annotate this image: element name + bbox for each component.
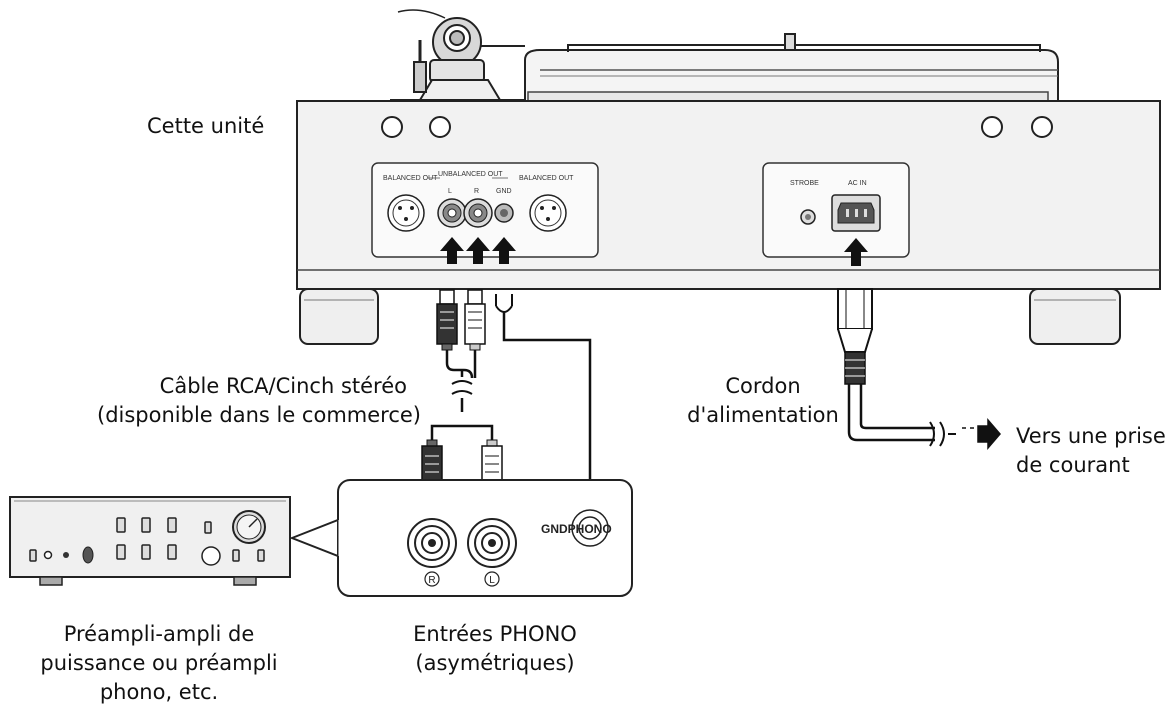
screw [1031, 116, 1053, 138]
phono-inputs-label-line2: (asymétriques) [415, 651, 575, 675]
ground-wire [495, 294, 599, 508]
rca-r-jack [463, 198, 493, 228]
amplifier [9, 496, 291, 586]
rca-l-jack [437, 198, 467, 228]
screw [429, 116, 451, 138]
ac-inlet [831, 194, 881, 232]
rca-cable-label-line1: Câble RCA/Cinch stéréo [159, 374, 407, 398]
gnd-post [571, 509, 609, 547]
power-cord-label-line2: d'alimentation [687, 403, 839, 427]
panel-jack-r-label: R [474, 188, 479, 195]
arrow-right-icon [962, 417, 1001, 451]
panel-gnd-label: GND [496, 188, 512, 195]
panel-ac-in-label: AC IN [848, 180, 867, 187]
output-panel: BALANCED OUT UNBALANCED OUT BALANCED OUT… [371, 162, 599, 264]
outlet-label-line2: de courant [1016, 453, 1130, 477]
arrow-up-icon [440, 237, 464, 264]
amp-volume-knob [232, 510, 266, 544]
amp-small-knob [201, 546, 221, 566]
panel-label-balanced-left: BALANCED OUT [383, 175, 438, 182]
turntable-top [524, 33, 1059, 103]
foot-left [299, 288, 379, 345]
screw [981, 116, 1003, 138]
phono-inputs-label-line1: Entrées PHONO [413, 622, 577, 646]
xlr-right-jack [529, 194, 567, 232]
foot-right [1029, 288, 1121, 345]
phono-jack-r-label: R [428, 575, 435, 586]
panel-label-balanced-right: BALANCED OUT [519, 175, 574, 182]
amplifier-label-line2: puissance ou préampli [40, 651, 278, 675]
rca-cable [421, 289, 503, 501]
phono-input-box: R L GNDPHONO [289, 479, 633, 597]
panel-strobe-label: STROBE [790, 180, 819, 187]
amplifier-label-line3: phono, etc. [99, 680, 219, 704]
rca-plug-top-right [464, 289, 486, 351]
amplifier-label-line1: Préampli-ampli de [63, 622, 255, 646]
arrow-up-icon [844, 238, 868, 266]
xlr-left-jack [387, 194, 425, 232]
rca-cable-label-line2: (disponible dans le commerce) [97, 403, 421, 427]
tonearm [390, 9, 525, 101]
outlet-label-line1: Vers une prise [1016, 424, 1166, 448]
strobe-knob [800, 209, 816, 225]
phono-jack-l [467, 518, 517, 568]
gnd-terminal [494, 203, 514, 223]
phono-jack-l-label: L [489, 575, 495, 586]
power-cord-label-line1: Cordon [725, 374, 801, 398]
gnd-phono-label: GNDPHONO [541, 522, 612, 536]
rca-plug-top-left [436, 289, 458, 351]
panel-jack-l-label: L [448, 188, 452, 195]
power-cord [837, 288, 956, 447]
unit-label: Cette unité [147, 114, 265, 138]
panel-label-unbalanced: UNBALANCED OUT [438, 171, 503, 178]
phono-jack-r [407, 518, 457, 568]
arrow-up-icon [492, 237, 516, 264]
screw [381, 116, 403, 138]
power-panel: STROBE AC IN [762, 162, 910, 266]
arrow-up-icon [466, 237, 490, 264]
